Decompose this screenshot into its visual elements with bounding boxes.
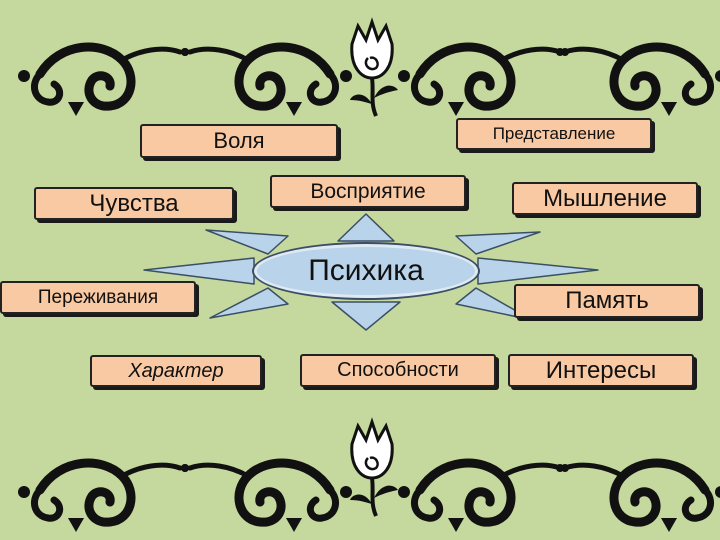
node-pamyat: Память: [514, 284, 700, 318]
node-pamyat-label: Память: [565, 287, 649, 314]
node-kharakter: Характер: [90, 355, 262, 387]
center-node-psikhika: Психика: [252, 242, 480, 300]
node-perezhivaniya: Переживания: [0, 281, 196, 314]
node-volya: Воля: [140, 124, 338, 158]
scroll-ornament-bottom-left: [18, 463, 189, 532]
node-chuvstva: Чувства: [34, 187, 234, 220]
scroll-ornament-bottom-right: [398, 463, 569, 532]
node-predstavlenie-label: Представление: [492, 124, 616, 143]
node-vospriyatie: Восприятие: [270, 175, 466, 208]
arrow-lower-right: [455, 287, 533, 321]
node-predstavlenie: Представление: [456, 118, 652, 150]
scroll-ornament-top-left-mirror: [181, 47, 352, 116]
tulip-icon-top: [348, 20, 400, 118]
arrow-upper-left: [205, 229, 289, 255]
node-sposobnosti-label: Способности: [337, 359, 459, 381]
node-myshlenie: Мышление: [512, 182, 698, 215]
node-chuvstva-label: Чувства: [89, 189, 179, 217]
arrow-down: [331, 301, 401, 331]
scroll-ornament-top-left: [18, 47, 189, 116]
node-interesy-label: Интересы: [545, 356, 657, 384]
arrow-lower-left: [209, 287, 289, 319]
arrow-up: [337, 213, 395, 242]
arrow-upper-right: [455, 231, 541, 255]
node-interesy: Интересы: [508, 354, 694, 387]
scroll-ornament-top-right-mirror: [556, 47, 720, 116]
center-node-label: Психика: [308, 254, 424, 287]
node-sposobnosti: Способности: [300, 354, 496, 387]
scroll-ornament-bottom-right-mirror: [556, 463, 720, 532]
scroll-ornament-top-right: [398, 47, 569, 116]
node-myshlenie-label: Мышление: [543, 184, 667, 212]
tulip-icon-bottom: [348, 420, 400, 518]
node-vospriyatie-label: Восприятие: [310, 179, 426, 203]
node-kharakter-label: Характер: [128, 359, 224, 382]
node-volya-label: Воля: [213, 128, 265, 153]
arrow-right: [477, 257, 599, 285]
scroll-ornament-bottom-left-mirror: [181, 463, 352, 532]
node-perezhivaniya-label: Переживания: [37, 286, 159, 308]
